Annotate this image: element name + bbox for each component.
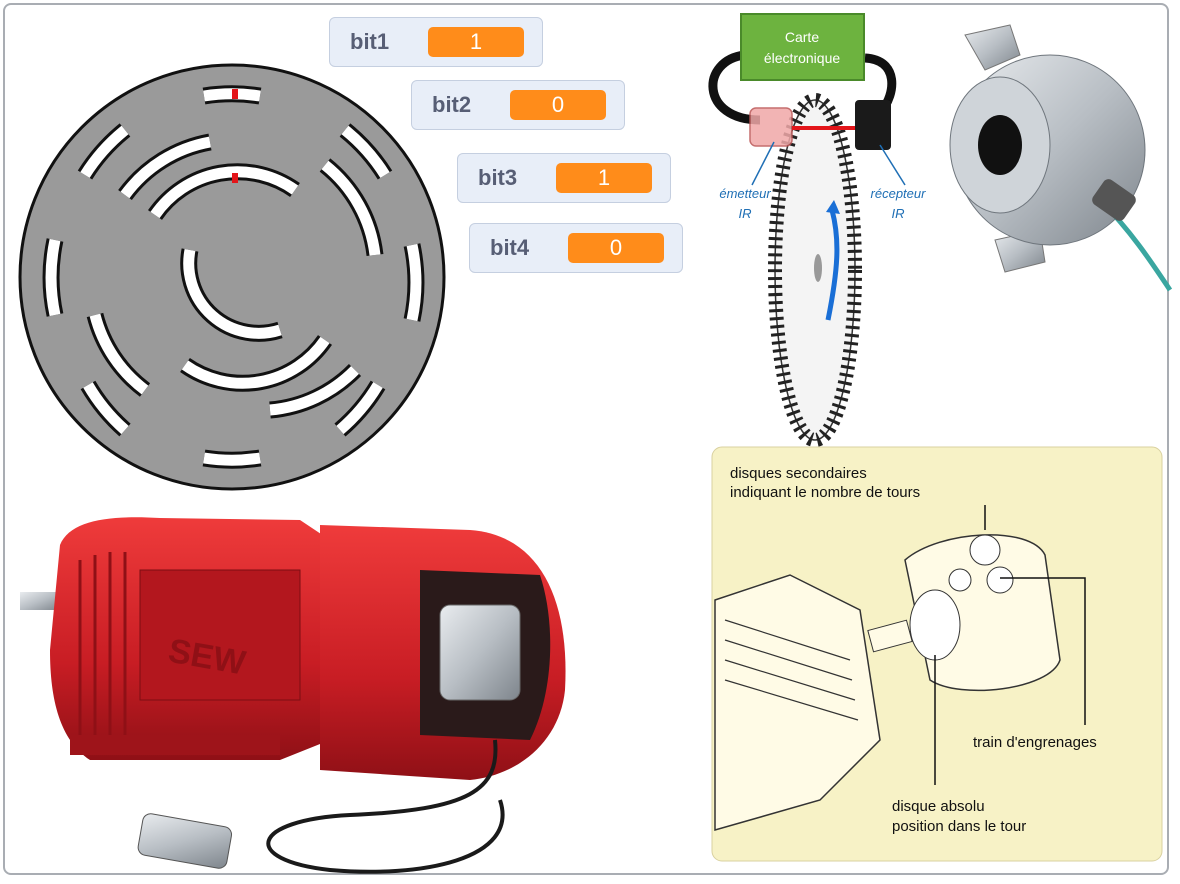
- motor-feet: [70, 735, 280, 755]
- receiver-pointer: [879, 144, 906, 186]
- read-marker-1: [232, 89, 238, 99]
- monitor-value: 1: [428, 27, 524, 57]
- absolute-disk-drawing: [909, 589, 961, 661]
- motor-drawing: [714, 574, 881, 831]
- gear-drawing: [948, 568, 972, 592]
- disk-track-outer: [42, 85, 425, 469]
- motor-shaft: [20, 592, 60, 610]
- stage-frame: [3, 3, 1169, 875]
- ir-receiver: [855, 100, 891, 150]
- label-absolute-1: disque absolu: [892, 798, 985, 815]
- monitor-value: 0: [510, 90, 606, 120]
- rotation-arrowhead: [826, 200, 840, 214]
- monitor-bit4[interactable]: bit4 0: [469, 223, 683, 273]
- pointer-gear: [1000, 577, 1086, 725]
- motor-fins: [724, 619, 859, 721]
- label-absolute-2: position dans le tour: [892, 818, 1026, 835]
- monitor-bit2[interactable]: bit2 0: [411, 80, 625, 130]
- terminal-box: [139, 569, 301, 701]
- monitor-value: 1: [556, 163, 652, 193]
- rotation-arrow: [825, 209, 840, 321]
- receiver-label-1: récepteur: [871, 186, 927, 201]
- encoder-disc-slots: [768, 93, 862, 447]
- monitor-label: bit1: [350, 29, 390, 54]
- encoder-bore: [978, 115, 1022, 175]
- disk-track-inner: [180, 248, 283, 342]
- label-gear: train d'engrenages: [973, 734, 1097, 751]
- disc-hub: [814, 254, 822, 282]
- disk-track-2: [86, 133, 384, 419]
- emitter-label-2: IR: [739, 206, 752, 221]
- read-marker-2: [232, 173, 238, 183]
- cooling-fins: [78, 552, 127, 742]
- shaft-drawing: [867, 619, 913, 653]
- cable-left: [708, 50, 761, 125]
- monitor-label: bit3: [478, 165, 518, 190]
- secondary-disk-2: [986, 566, 1014, 594]
- receiver-label-2: IR: [892, 206, 905, 221]
- label-secondary-2: indiquant le nombre de tours: [730, 484, 920, 501]
- mounted-encoder: [439, 604, 521, 701]
- card-label-1: Carte: [785, 29, 819, 45]
- monitor-label: bit4: [490, 235, 530, 260]
- card-label-2: électronique: [764, 50, 840, 66]
- cable-gland: [1092, 179, 1136, 221]
- emitter-pointer: [751, 141, 775, 186]
- disk-track-3: [148, 163, 332, 392]
- monitor-label: bit2: [432, 92, 472, 117]
- motor-cable: [266, 739, 505, 874]
- mount-bracket-top: [964, 24, 1021, 71]
- secondary-disk-1: [969, 534, 1001, 566]
- emitter-label-1: émetteur: [719, 186, 771, 201]
- electronic-card: [740, 13, 865, 81]
- monitor-bit3[interactable]: bit3 1: [457, 153, 671, 203]
- cable-connector: [137, 813, 233, 869]
- monitor-bit1[interactable]: bit1 1: [329, 17, 543, 67]
- label-secondary-1: disques secondaires: [730, 465, 867, 482]
- monitor-value: 0: [568, 233, 664, 263]
